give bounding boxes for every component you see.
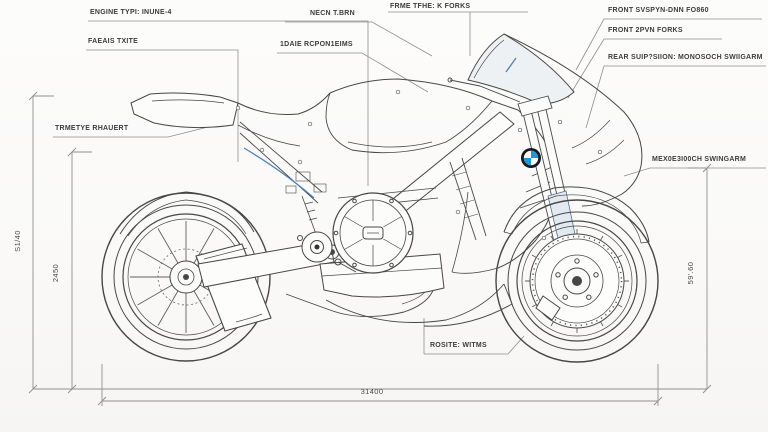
callout-bottom-note: ROSITE: WITMS <box>430 342 487 349</box>
swingarm <box>197 121 340 288</box>
bolt-details <box>235 89 603 241</box>
dimension-left-inner: 2450 <box>51 263 60 283</box>
callout-front-suspension: FRONT SVSPYN-DNN FO860 <box>608 7 709 14</box>
callout-engine-label2: FAEAIS TXITE <box>88 38 139 45</box>
callout-swingarm: MEX0E3I00CH SWINGARM <box>652 156 747 163</box>
rear-fender <box>119 191 255 237</box>
leader-lines <box>53 11 766 355</box>
dimension-overall-length: 31400 <box>360 387 384 396</box>
callout-frame-label: FRME TFHE: K FORKS <box>390 3 471 10</box>
dimension-right-side: 59'.60 <box>686 261 695 285</box>
frame-engine <box>285 111 515 298</box>
front-wheel <box>495 199 659 363</box>
dimension-lines <box>28 91 712 406</box>
bodywork <box>130 33 643 327</box>
callout-neck-label: NECN T.BRN <box>310 10 355 17</box>
bmw-roundel-logo <box>521 148 541 168</box>
callout-rcpom-label: 1DAIE RCPON1EIMS <box>280 41 353 48</box>
callout-front-forks: FRONT 2PVN FORKS <box>608 27 683 34</box>
callout-trim-label: TRMETYE RHAUERT <box>55 125 129 132</box>
dimension-left-outer: S1/40 <box>13 230 22 252</box>
callout-rear-suspension: REAR SUIP?SIION: MONOSOCH SWIIGARM <box>608 54 763 61</box>
callout-engine-type: ENGINE TYPI: INUNE-4 <box>90 9 172 16</box>
